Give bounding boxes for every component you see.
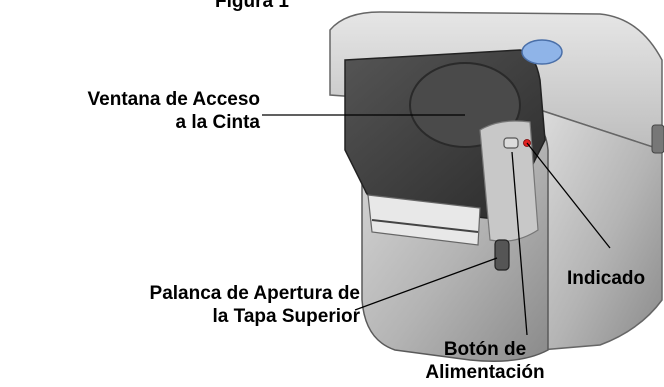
callout-cover-lever: Palanca de Apertura de la Tapa Superior xyxy=(20,282,360,328)
paper-outlet xyxy=(367,194,481,246)
callout-indicator-line1: Indicado xyxy=(567,268,646,289)
callout-ribbon-window: Ventana de Acceso a la Cinta xyxy=(0,88,260,134)
callout-feed-button-line2: Alimentación xyxy=(425,362,545,383)
printer-illustration xyxy=(329,11,664,362)
feed-button-leader xyxy=(511,151,528,336)
side-tab xyxy=(651,124,664,154)
logo-badge xyxy=(521,39,563,65)
cover-lever-leader xyxy=(354,257,498,311)
callout-indicator: Indicado xyxy=(567,267,664,290)
figure-title: Figura 1 xyxy=(215,0,289,12)
callout-cover-lever-line1: Palanca de Apertura de xyxy=(149,283,360,304)
feed-button xyxy=(503,137,519,149)
indicator-leader xyxy=(526,142,611,249)
cover-lever xyxy=(494,239,510,271)
paper-slot xyxy=(371,219,479,233)
callout-ribbon-window-line2: a la Cinta xyxy=(175,112,260,133)
callout-ribbon-window-line1: Ventana de Acceso xyxy=(87,89,260,110)
printer-right-side xyxy=(539,108,663,351)
callout-feed-button: Botón de Alimentación xyxy=(385,338,585,384)
callout-lines xyxy=(262,114,611,336)
callout-feed-button-line1: Botón de xyxy=(443,339,527,360)
callout-cover-lever-line2: la Tapa Superior xyxy=(212,306,360,327)
